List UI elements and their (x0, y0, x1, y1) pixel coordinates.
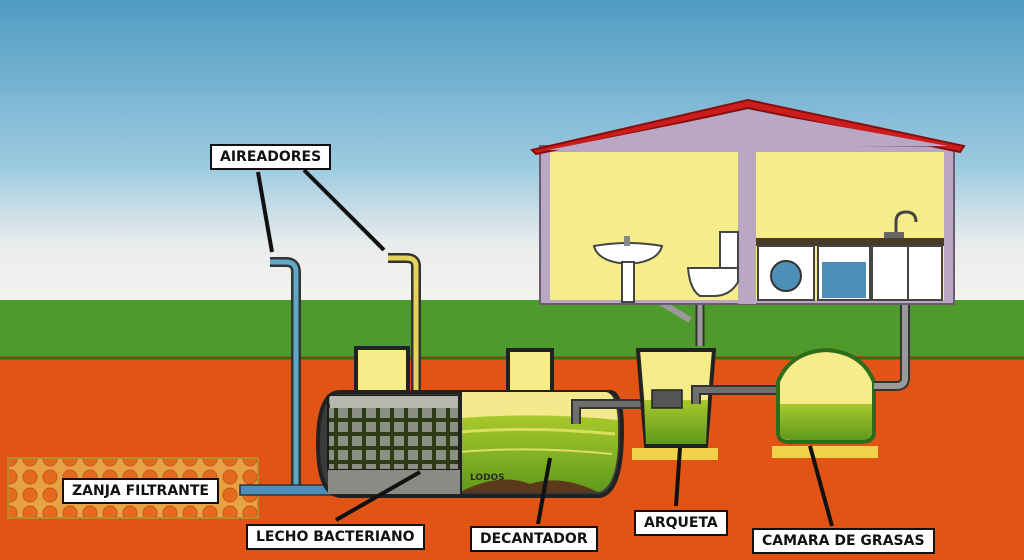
faucet-icon (894, 210, 918, 238)
label-decantador: DECANTADOR (470, 526, 598, 552)
label-lecho-bacteriano: LECHO BACTERIANO (246, 524, 425, 550)
label-camara-de-grasas: CAMARA DE GRASAS (752, 528, 935, 554)
label-arqueta: ARQUETA (634, 510, 728, 536)
outlet-pipe (239, 484, 337, 496)
dishwasher-icon (817, 245, 871, 301)
label-aireadores: AIREADORES (210, 144, 332, 170)
inspection-chamber (632, 348, 718, 460)
toilet-icon (686, 231, 739, 297)
house (530, 98, 966, 305)
washing-machine-icon (757, 245, 815, 301)
label-zanja-filtrante: ZANJA FILTRANTE (62, 478, 219, 504)
sludge-label: LODOS (470, 473, 505, 483)
leader-lines (256, 168, 834, 527)
grease-trap (772, 347, 878, 458)
roof (530, 98, 966, 156)
sink-icon (592, 236, 664, 303)
